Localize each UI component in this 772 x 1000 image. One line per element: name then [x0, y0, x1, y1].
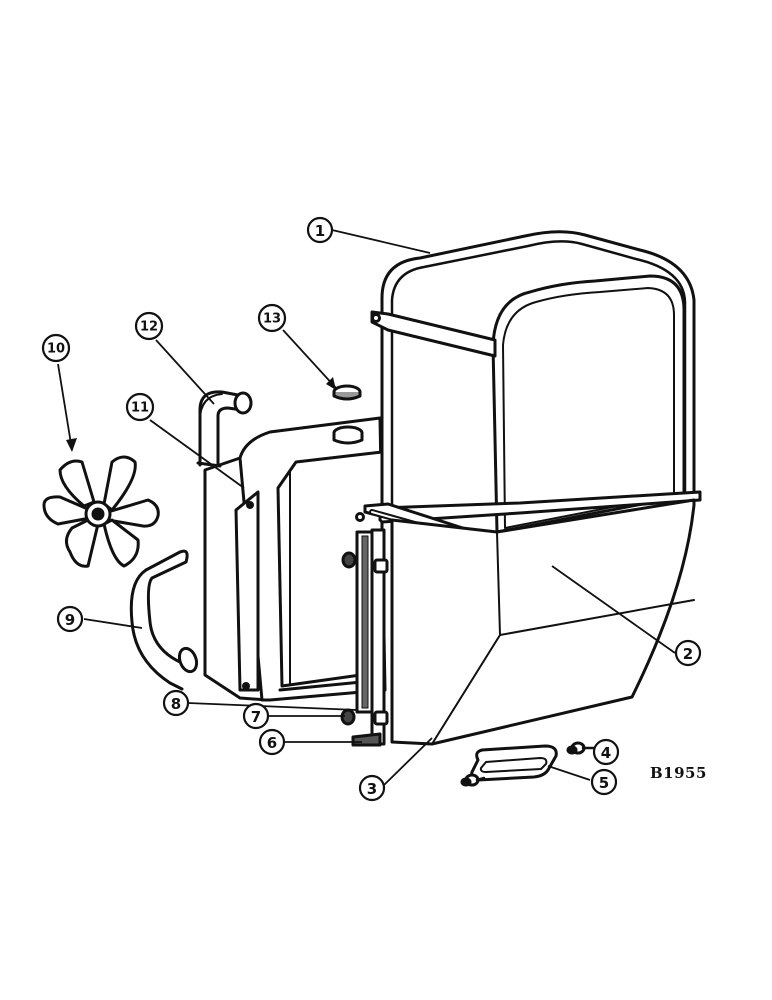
- callout-label-6: 6: [267, 734, 277, 752]
- callout-7: [242, 702, 270, 730]
- arrow-heads: [66, 377, 336, 452]
- seal-strip: [355, 512, 389, 746]
- bracket: [351, 732, 382, 747]
- callout-5: [590, 768, 618, 796]
- callout-label-1: 1: [315, 222, 325, 240]
- fastener: [460, 741, 598, 787]
- callout-label-12: 12: [140, 320, 158, 335]
- callout-13: [257, 303, 287, 333]
- callout-12: [134, 311, 164, 341]
- callout-2: [674, 639, 702, 667]
- side-bracket: [234, 490, 260, 692]
- callout-4: [592, 738, 620, 766]
- callout-10: [41, 333, 71, 363]
- radiator-assembly: [203, 416, 387, 702]
- lower-hose: [129, 549, 199, 691]
- callout-label-5: 5: [599, 774, 609, 792]
- callout-label-13: 13: [263, 312, 281, 327]
- callout-label-7: 7: [251, 708, 261, 726]
- shroud-strap: [370, 310, 497, 358]
- radiator-cap: [332, 384, 362, 401]
- callout-label-9: 9: [65, 611, 75, 629]
- lower-shroud: [390, 498, 696, 746]
- callout-11: [125, 392, 155, 422]
- callout-markers: [41, 216, 702, 802]
- callout-label-11: 11: [131, 401, 149, 416]
- callout-9: [56, 605, 84, 633]
- callout-label-10: 10: [47, 342, 65, 357]
- fan: [42, 455, 160, 568]
- figure-reference-code: B1955: [650, 764, 707, 782]
- callout-label-4: 4: [601, 744, 611, 762]
- callout-1: [306, 216, 334, 244]
- callout-label-3: 3: [367, 780, 377, 798]
- shroud-front-face: [491, 274, 686, 534]
- callout-label-2: 2: [683, 645, 693, 663]
- callout-3: [358, 774, 386, 802]
- callout-8: [162, 689, 190, 717]
- gasket: [470, 744, 558, 782]
- leader-lines: [57, 229, 676, 786]
- callout-6: [258, 728, 286, 756]
- callout-label-8: 8: [171, 695, 181, 713]
